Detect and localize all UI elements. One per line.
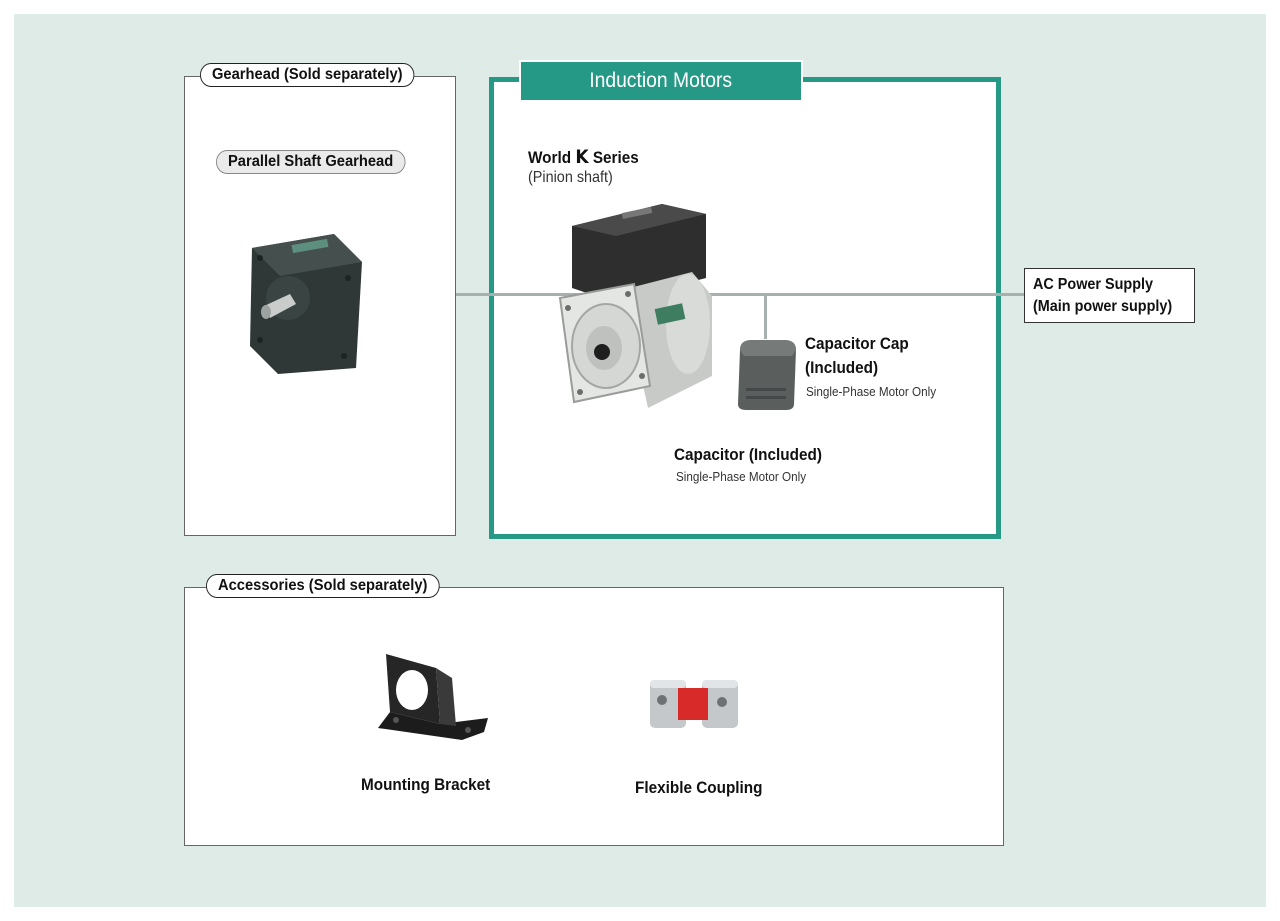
induction-motor-image — [558, 204, 712, 408]
ac-power-supply-box: AC Power Supply (Main power supply) — [1024, 268, 1195, 323]
induction-motors-title: Induction Motors — [589, 69, 733, 92]
power-label-line2: (Main power supply) — [1033, 298, 1173, 315]
induction-motors-tab: Induction Motors — [519, 60, 803, 102]
connector-line-power — [560, 293, 1024, 296]
capacitor-cap-image — [738, 340, 796, 410]
mounting-bracket-label: Mounting Bracket — [361, 775, 491, 794]
capacitor-note: Single-Phase Motor Only — [676, 469, 807, 484]
mounting-bracket-image — [378, 654, 488, 740]
capacitor-cap-note: Single-Phase Motor Only — [806, 384, 937, 399]
power-label-line1: AC Power Supply — [1033, 276, 1154, 293]
parallel-shaft-gearhead-label: Parallel Shaft Gearhead — [216, 150, 406, 174]
series-label: World K Series — [528, 146, 639, 168]
capacitor-cap-label-line1: Capacitor Cap — [805, 334, 909, 353]
connector-line-gearhead — [456, 293, 560, 296]
gearhead-section-label: Gearhead (Sold separately) — [200, 63, 415, 87]
series-letter: K — [575, 146, 589, 168]
accessories-section-label: Accessories (Sold separately) — [206, 574, 440, 598]
series-prefix: World — [528, 148, 576, 167]
capacitor-label: Capacitor (Included) — [674, 445, 822, 464]
accessories-panel — [184, 587, 1004, 846]
pinion-shaft-note: (Pinion shaft) — [528, 169, 613, 186]
gearhead-image — [250, 234, 362, 374]
flexible-coupling-image — [650, 680, 738, 728]
connector-line-capacitor — [764, 295, 767, 339]
flexible-coupling-label: Flexible Coupling — [635, 778, 763, 797]
series-suffix: Series — [588, 148, 639, 167]
capacitor-cap-label-line2: (Included) — [805, 358, 879, 377]
